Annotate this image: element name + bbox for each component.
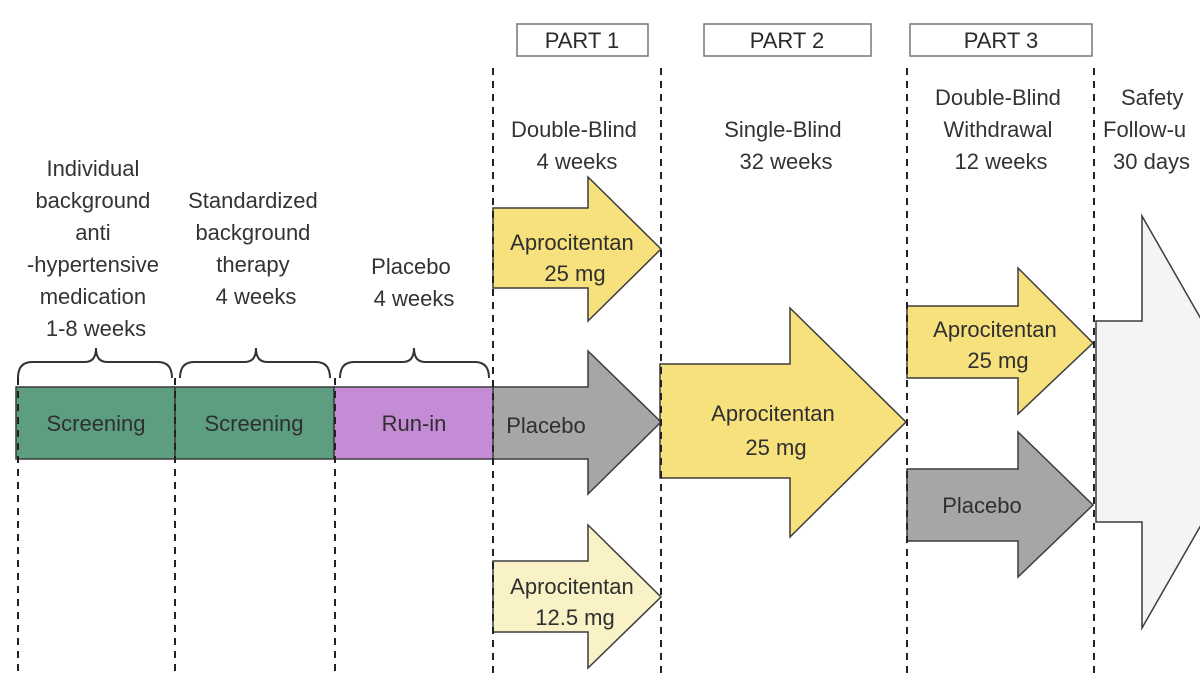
p3-bottom-arm-label: Placebo	[942, 493, 1022, 518]
part-3-period-label: Double-Blind Withdrawal 12 weeks	[935, 85, 1067, 174]
part-2-period-label: Single-Blind 32 weeks	[724, 117, 848, 174]
p3-aprocitentan-25-arrow: Aprocitentan 25 mg	[906, 266, 1095, 416]
p1-bottom-arm-label: Aprocitentan 12.5 mg	[510, 574, 640, 630]
safety-followup-label: Safety Follow-u 30 days	[1103, 85, 1192, 174]
p1-mid-arm-label: Placebo	[506, 413, 586, 438]
screening-label-1: Screening	[46, 411, 145, 436]
part-1-header: PART 1	[516, 23, 649, 57]
p3-top-arm-label: Aprocitentan 25 mg	[933, 317, 1063, 373]
runin-box: Run-in	[333, 386, 495, 460]
safety-followup-arrow	[1095, 213, 1200, 631]
screening-box-1: Screening	[15, 386, 176, 460]
brace-placebo	[339, 347, 490, 379]
brace-individual	[17, 347, 173, 379]
part-1-label: PART 1	[545, 28, 620, 53]
part-1-period-label: Double-Blind 4 weeks	[511, 117, 643, 174]
p1-aprocitentan-12-5-arrow: Aprocitentan 12.5 mg	[492, 523, 663, 670]
p2-aprocitentan-25-arrow: Aprocitentan 25 mg	[659, 306, 908, 539]
p1-aprocitentan-25-arrow: Aprocitentan 25 mg	[492, 175, 663, 323]
part-3-header: PART 3	[909, 23, 1093, 57]
p3-placebo-arrow: Placebo	[906, 430, 1095, 579]
screening-label-2: Screening	[204, 411, 303, 436]
p1-placebo-arrow: Placebo	[492, 349, 663, 496]
part-2-label: PART 2	[750, 28, 825, 53]
part-3-label: PART 3	[964, 28, 1039, 53]
brace-standardized	[179, 347, 331, 379]
placebo-runin-label: Placebo 4 weeks	[371, 254, 457, 311]
individual-background-label: Individual background anti -hypertensive…	[27, 156, 165, 341]
screening-box-2: Screening	[174, 386, 335, 460]
standardized-background-label: Standardized background therapy 4 weeks	[188, 188, 324, 309]
p2-arm-label: Aprocitentan 25 mg	[711, 401, 841, 460]
part-2-header: PART 2	[703, 23, 872, 57]
p1-top-arm-label: Aprocitentan 25 mg	[510, 230, 640, 286]
dashed-separators	[17, 68, 1095, 675]
runin-label: Run-in	[382, 411, 447, 436]
